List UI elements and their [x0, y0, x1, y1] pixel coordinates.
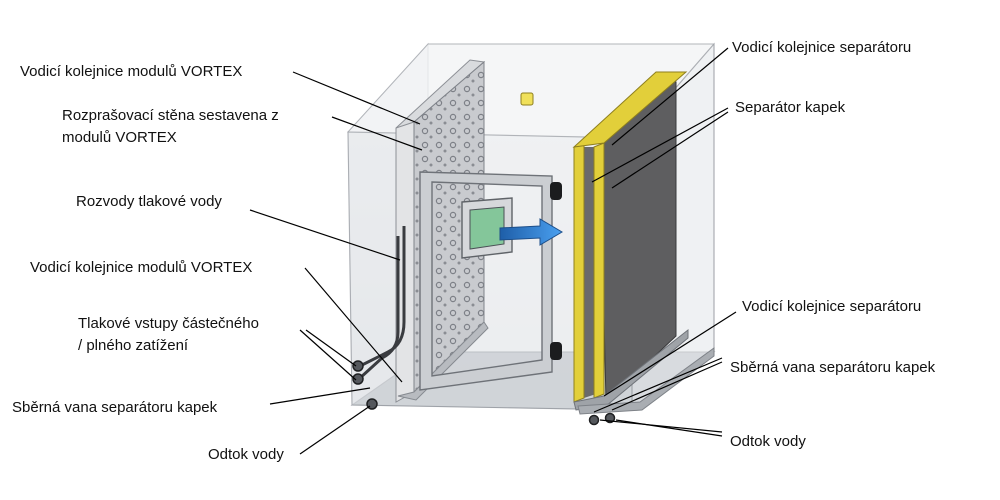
separator-panel-front — [584, 147, 596, 398]
separator-collecting-tray — [577, 347, 715, 415]
label-spray-wall-line2: modulů VORTEX — [62, 129, 177, 146]
yellow-nozzle — [520, 92, 534, 106]
separator-rail-top — [572, 71, 688, 148]
door-hinge-bottom — [550, 342, 562, 360]
label-droplet-separator: Separátor kapek — [735, 99, 846, 116]
label-collecting-tray-right: Sběrná vana separátoru kapek — [730, 359, 936, 376]
label-pressure-inputs-line1: Tlakové vstupy částečného — [78, 315, 259, 332]
droplet-separator — [572, 71, 689, 411]
leader-lines — [249, 47, 737, 455]
pressure-inlet-partial — [352, 360, 364, 372]
label-water-drain-right: Odtok vody — [730, 433, 806, 450]
vortex-rail-bottom — [397, 321, 489, 401]
label-collecting-tray-left: Sběrná vana separátoru kapek — [12, 399, 218, 416]
viewing-window — [461, 197, 513, 259]
access-door — [419, 171, 562, 391]
pressure-inlet-full — [352, 373, 364, 385]
airflow-arrow — [499, 218, 563, 246]
door-hinge-top — [550, 182, 562, 200]
label-vortex-rail-top: Vodicí kolejnice modulů VORTEX — [20, 63, 243, 80]
label-separator-rail-top: Vodicí kolejnice separátoru — [732, 39, 912, 56]
separator-frame-right — [593, 142, 605, 399]
water-drain-right-1 — [588, 414, 600, 426]
label-pressure-water: Rozvody tlakové vody — [76, 193, 222, 210]
label-separator-rail-bottom: Vodicí kolejnice separátoru — [742, 298, 922, 315]
label-water-drain-left: Odtok vody — [208, 446, 284, 463]
label-vortex-rail-bottom: Vodicí kolejnice modulů VORTEX — [30, 259, 253, 276]
separator-frame-left — [573, 142, 585, 403]
label-spray-wall-line1: Rozprašovací stěna sestavena z — [62, 107, 279, 124]
label-pressure-inputs-line2: / plného zatížení — [78, 337, 189, 354]
